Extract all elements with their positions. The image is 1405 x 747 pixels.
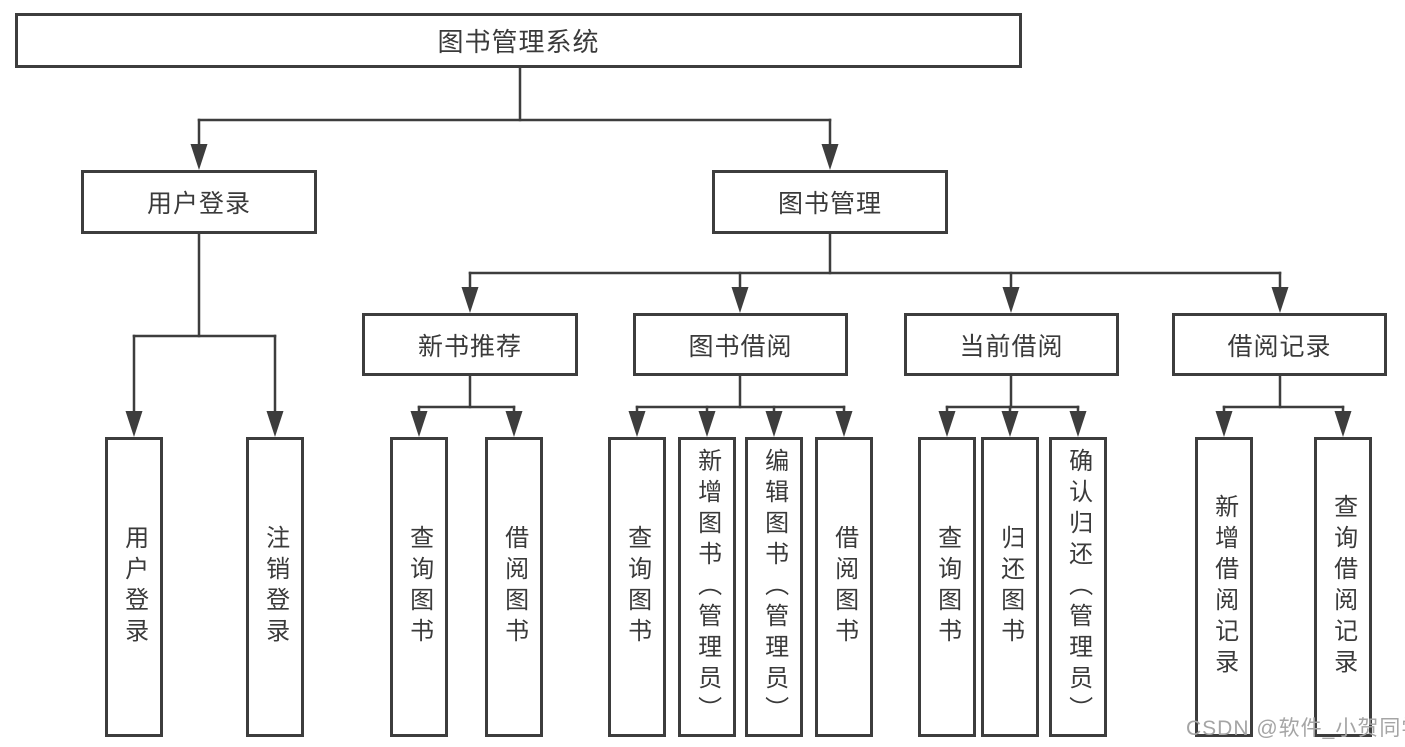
leaf-newbook-borrow-books: 借阅图书	[485, 437, 543, 737]
leaf-label: 查询图书	[623, 525, 651, 649]
arrowhead	[1001, 411, 1019, 437]
leaf-records-query-record: 查询借阅记录	[1314, 437, 1372, 737]
connector-root-to-level2	[190, 66, 839, 170]
node-label: 图书管理	[777, 190, 882, 218]
arrowhead	[938, 411, 956, 437]
node-borrowing-records: 借阅记录	[1172, 313, 1387, 376]
leaf-label: 用户登录	[120, 525, 148, 649]
leaf-label: 编辑图书（管理员）	[760, 447, 788, 727]
arrowhead	[821, 144, 839, 170]
arrowhead	[628, 411, 646, 437]
connector-newbooks-to-leaves	[410, 374, 523, 437]
node-label: 用户登录	[146, 190, 251, 218]
leaf-label: 查询图书	[933, 525, 961, 649]
node-label: 当前借阅	[959, 332, 1064, 361]
arrowhead	[125, 411, 143, 437]
csdn-watermark: CSDN @软件_小贺同学	[1186, 717, 1405, 740]
leaf-current-return-books: 归还图书	[981, 437, 1039, 737]
node-book-borrowing: 图书借阅	[633, 313, 848, 376]
arrowhead	[1271, 287, 1289, 313]
arrowhead	[1069, 411, 1087, 437]
leaf-label: 借阅图书	[830, 525, 858, 649]
node-label: 图书借阅	[688, 332, 793, 361]
leaf-current-query-books: 查询图书	[918, 437, 976, 737]
node-current-borrowing: 当前借阅	[904, 313, 1119, 376]
leaf-records-add-record: 新增借阅记录	[1195, 437, 1253, 737]
leaf-label: 确认归还（管理员）	[1064, 447, 1092, 727]
connector-records-to-leaves	[1215, 374, 1352, 437]
connector-borrowing-to-leaves	[628, 374, 853, 437]
leaf-logout: 注销登录	[246, 437, 304, 737]
node-new-book-recommend: 新书推荐	[362, 313, 578, 376]
leaf-label: 注销登录	[261, 525, 289, 649]
connector-userlogin-to-leaves	[125, 232, 284, 437]
leaf-borrowing-borrow-books: 借阅图书	[815, 437, 873, 737]
node-root-system: 图书管理系统	[15, 13, 1022, 68]
leaf-borrowing-query-books: 查询图书	[608, 437, 666, 737]
arrowhead	[461, 287, 479, 313]
leaf-label: 新增图书（管理员）	[693, 447, 721, 727]
leaf-label: 归还图书	[996, 525, 1024, 649]
leaf-label: 查询图书	[405, 525, 433, 649]
arrowhead	[765, 411, 783, 437]
connector-current-to-leaves	[938, 374, 1087, 437]
connector-bookmgmt-to-level3	[461, 232, 1289, 313]
arrowhead	[731, 287, 749, 313]
node-label: 新书推荐	[417, 332, 522, 361]
arrowhead	[698, 411, 716, 437]
node-label: 图书管理系统	[437, 27, 600, 57]
leaf-current-confirm-return-admin: 确认归还（管理员）	[1049, 437, 1107, 737]
leaf-borrowing-edit-books-admin: 编辑图书（管理员）	[745, 437, 803, 737]
node-label: 借阅记录	[1227, 332, 1332, 361]
arrowhead	[410, 411, 428, 437]
leaf-newbook-query-books: 查询图书	[390, 437, 448, 737]
leaf-label: 查询借阅记录	[1329, 494, 1357, 680]
arrowhead	[505, 411, 523, 437]
leaf-user-login: 用户登录	[105, 437, 163, 737]
node-user-login: 用户登录	[81, 170, 317, 234]
node-book-management: 图书管理	[712, 170, 948, 234]
arrowhead	[1334, 411, 1352, 437]
arrowhead	[190, 144, 208, 170]
leaf-label: 新增借阅记录	[1210, 494, 1238, 680]
arrowhead	[266, 411, 284, 437]
leaf-borrowing-add-books-admin: 新增图书（管理员）	[678, 437, 736, 737]
arrowhead	[1002, 287, 1020, 313]
arrowhead	[835, 411, 853, 437]
leaf-label: 借阅图书	[500, 525, 528, 649]
arrowhead	[1215, 411, 1233, 437]
